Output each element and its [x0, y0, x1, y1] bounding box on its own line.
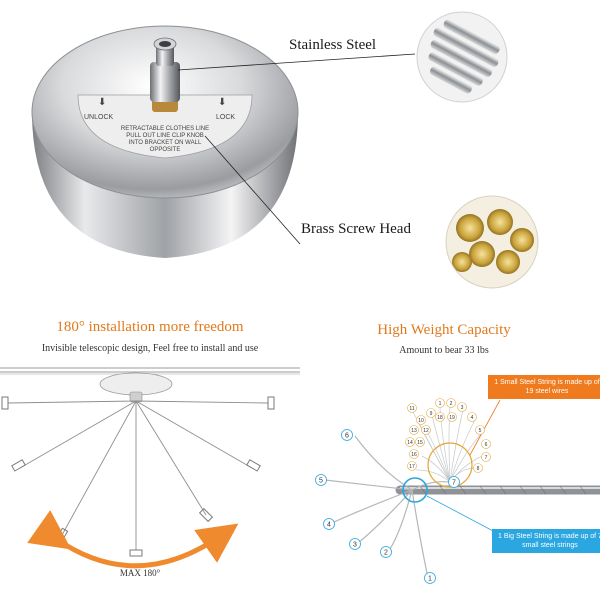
- wire-label-1: 1: [435, 398, 445, 408]
- big-string-note: 1 Big Steel String is made up of 7 small…: [492, 529, 600, 553]
- installation-subtitle: Invisible telescopic design, Feel free t…: [41, 343, 259, 354]
- arrow-down-icon: ⬇: [98, 97, 107, 108]
- wire-label-6: 6: [481, 439, 491, 449]
- strand-number-labels: 1 2 3 4 5 6 7: [315, 429, 460, 584]
- wire-label-17: 17: [407, 461, 417, 471]
- svg-text:18: 18: [437, 415, 443, 421]
- wire-diagram: 1 2 3 4 5 6 7 1 2 3 4 5 6 7 8 9 10 11 12…: [315, 398, 600, 584]
- svg-text:13: 13: [411, 428, 417, 434]
- svg-text:3: 3: [353, 542, 357, 549]
- svg-text:7: 7: [485, 455, 488, 461]
- svg-text:1: 1: [428, 576, 432, 583]
- lock-label: LOCK: [216, 114, 236, 121]
- wire-label-8: 8: [473, 463, 483, 473]
- svg-text:3: 3: [461, 405, 464, 411]
- wire-label-18: 18: [435, 412, 445, 422]
- svg-text:16: 16: [411, 452, 417, 458]
- brass-inset: [445, 195, 539, 289]
- svg-text:7: 7: [452, 480, 456, 487]
- svg-text:1: 1: [439, 401, 442, 407]
- svg-text:10: 10: [418, 418, 424, 424]
- svg-text:5: 5: [479, 428, 482, 434]
- svg-text:8: 8: [477, 466, 480, 472]
- wire-label-15: 15: [415, 437, 425, 447]
- installation-title: 180° installation more freedom: [56, 319, 244, 335]
- wire-label-4: 4: [467, 412, 477, 422]
- lock-knob: [150, 37, 180, 112]
- strand-label-3: 3: [349, 538, 361, 550]
- capacity-subtitle: Amount to bear 33 lbs: [399, 345, 489, 356]
- small-string-note: 1 Small Steel String is made up of 19 st…: [488, 375, 600, 399]
- wire-label-12: 12: [421, 425, 431, 435]
- svg-text:5: 5: [319, 478, 323, 485]
- strand-label-6: 6: [341, 429, 353, 441]
- capacity-title: High Weight Capacity: [377, 322, 511, 338]
- strand-label-1: 1: [424, 572, 436, 584]
- wire-label-5: 5: [475, 425, 485, 435]
- svg-text:4: 4: [327, 522, 331, 529]
- stainless-steel-inset: [416, 11, 508, 103]
- wire-label-19: 19: [447, 412, 457, 422]
- wire-label-3: 3: [457, 402, 467, 412]
- svg-text:6: 6: [485, 442, 488, 448]
- svg-text:11: 11: [409, 406, 414, 412]
- svg-text:12: 12: [423, 428, 429, 434]
- wire-label-16: 16: [409, 449, 419, 459]
- strand-label-5: 5: [315, 474, 327, 486]
- steel-cable: [395, 485, 600, 495]
- svg-text:15: 15: [417, 440, 423, 446]
- arrow-down-icon: ⬇: [218, 97, 227, 108]
- svg-text:2: 2: [450, 401, 453, 407]
- stainless-steel-callout: Stainless Steel: [289, 37, 377, 53]
- installation-diagram: [0, 367, 300, 569]
- wire-label-10: 10: [416, 415, 426, 425]
- unlock-label: UNLOCK: [84, 114, 114, 121]
- svg-text:17: 17: [409, 464, 415, 470]
- brass-screw-callout: Brass Screw Head: [301, 221, 411, 237]
- wire-label-14: 14: [405, 437, 415, 447]
- svg-text:9: 9: [430, 411, 433, 417]
- svg-text:14: 14: [407, 440, 413, 446]
- wire-label-13: 13: [409, 425, 419, 435]
- svg-text:19: 19: [449, 415, 455, 421]
- svg-text:4: 4: [471, 415, 474, 421]
- wire-number-labels: 1 2 3 4 5 6 7 8 9 10 11 12 13 14 15 16 1…: [405, 398, 491, 473]
- strand-label-7: 7: [448, 476, 460, 488]
- wire-label-7: 7: [481, 452, 491, 462]
- wire-label-11: 11: [407, 403, 417, 413]
- svg-text:2: 2: [384, 550, 388, 557]
- product-illustration: [31, 11, 539, 289]
- wire-label-9: 9: [426, 408, 436, 418]
- strand-label-2: 2: [380, 546, 392, 558]
- wire-label-2: 2: [446, 398, 456, 408]
- svg-text:6: 6: [345, 433, 349, 440]
- strand-label-4: 4: [323, 518, 335, 530]
- max-angle-label: MAX 180°: [119, 568, 161, 578]
- device-instructions: RETRACTABLE CLOTHES LINE PULL OUT LINE C…: [120, 126, 210, 153]
